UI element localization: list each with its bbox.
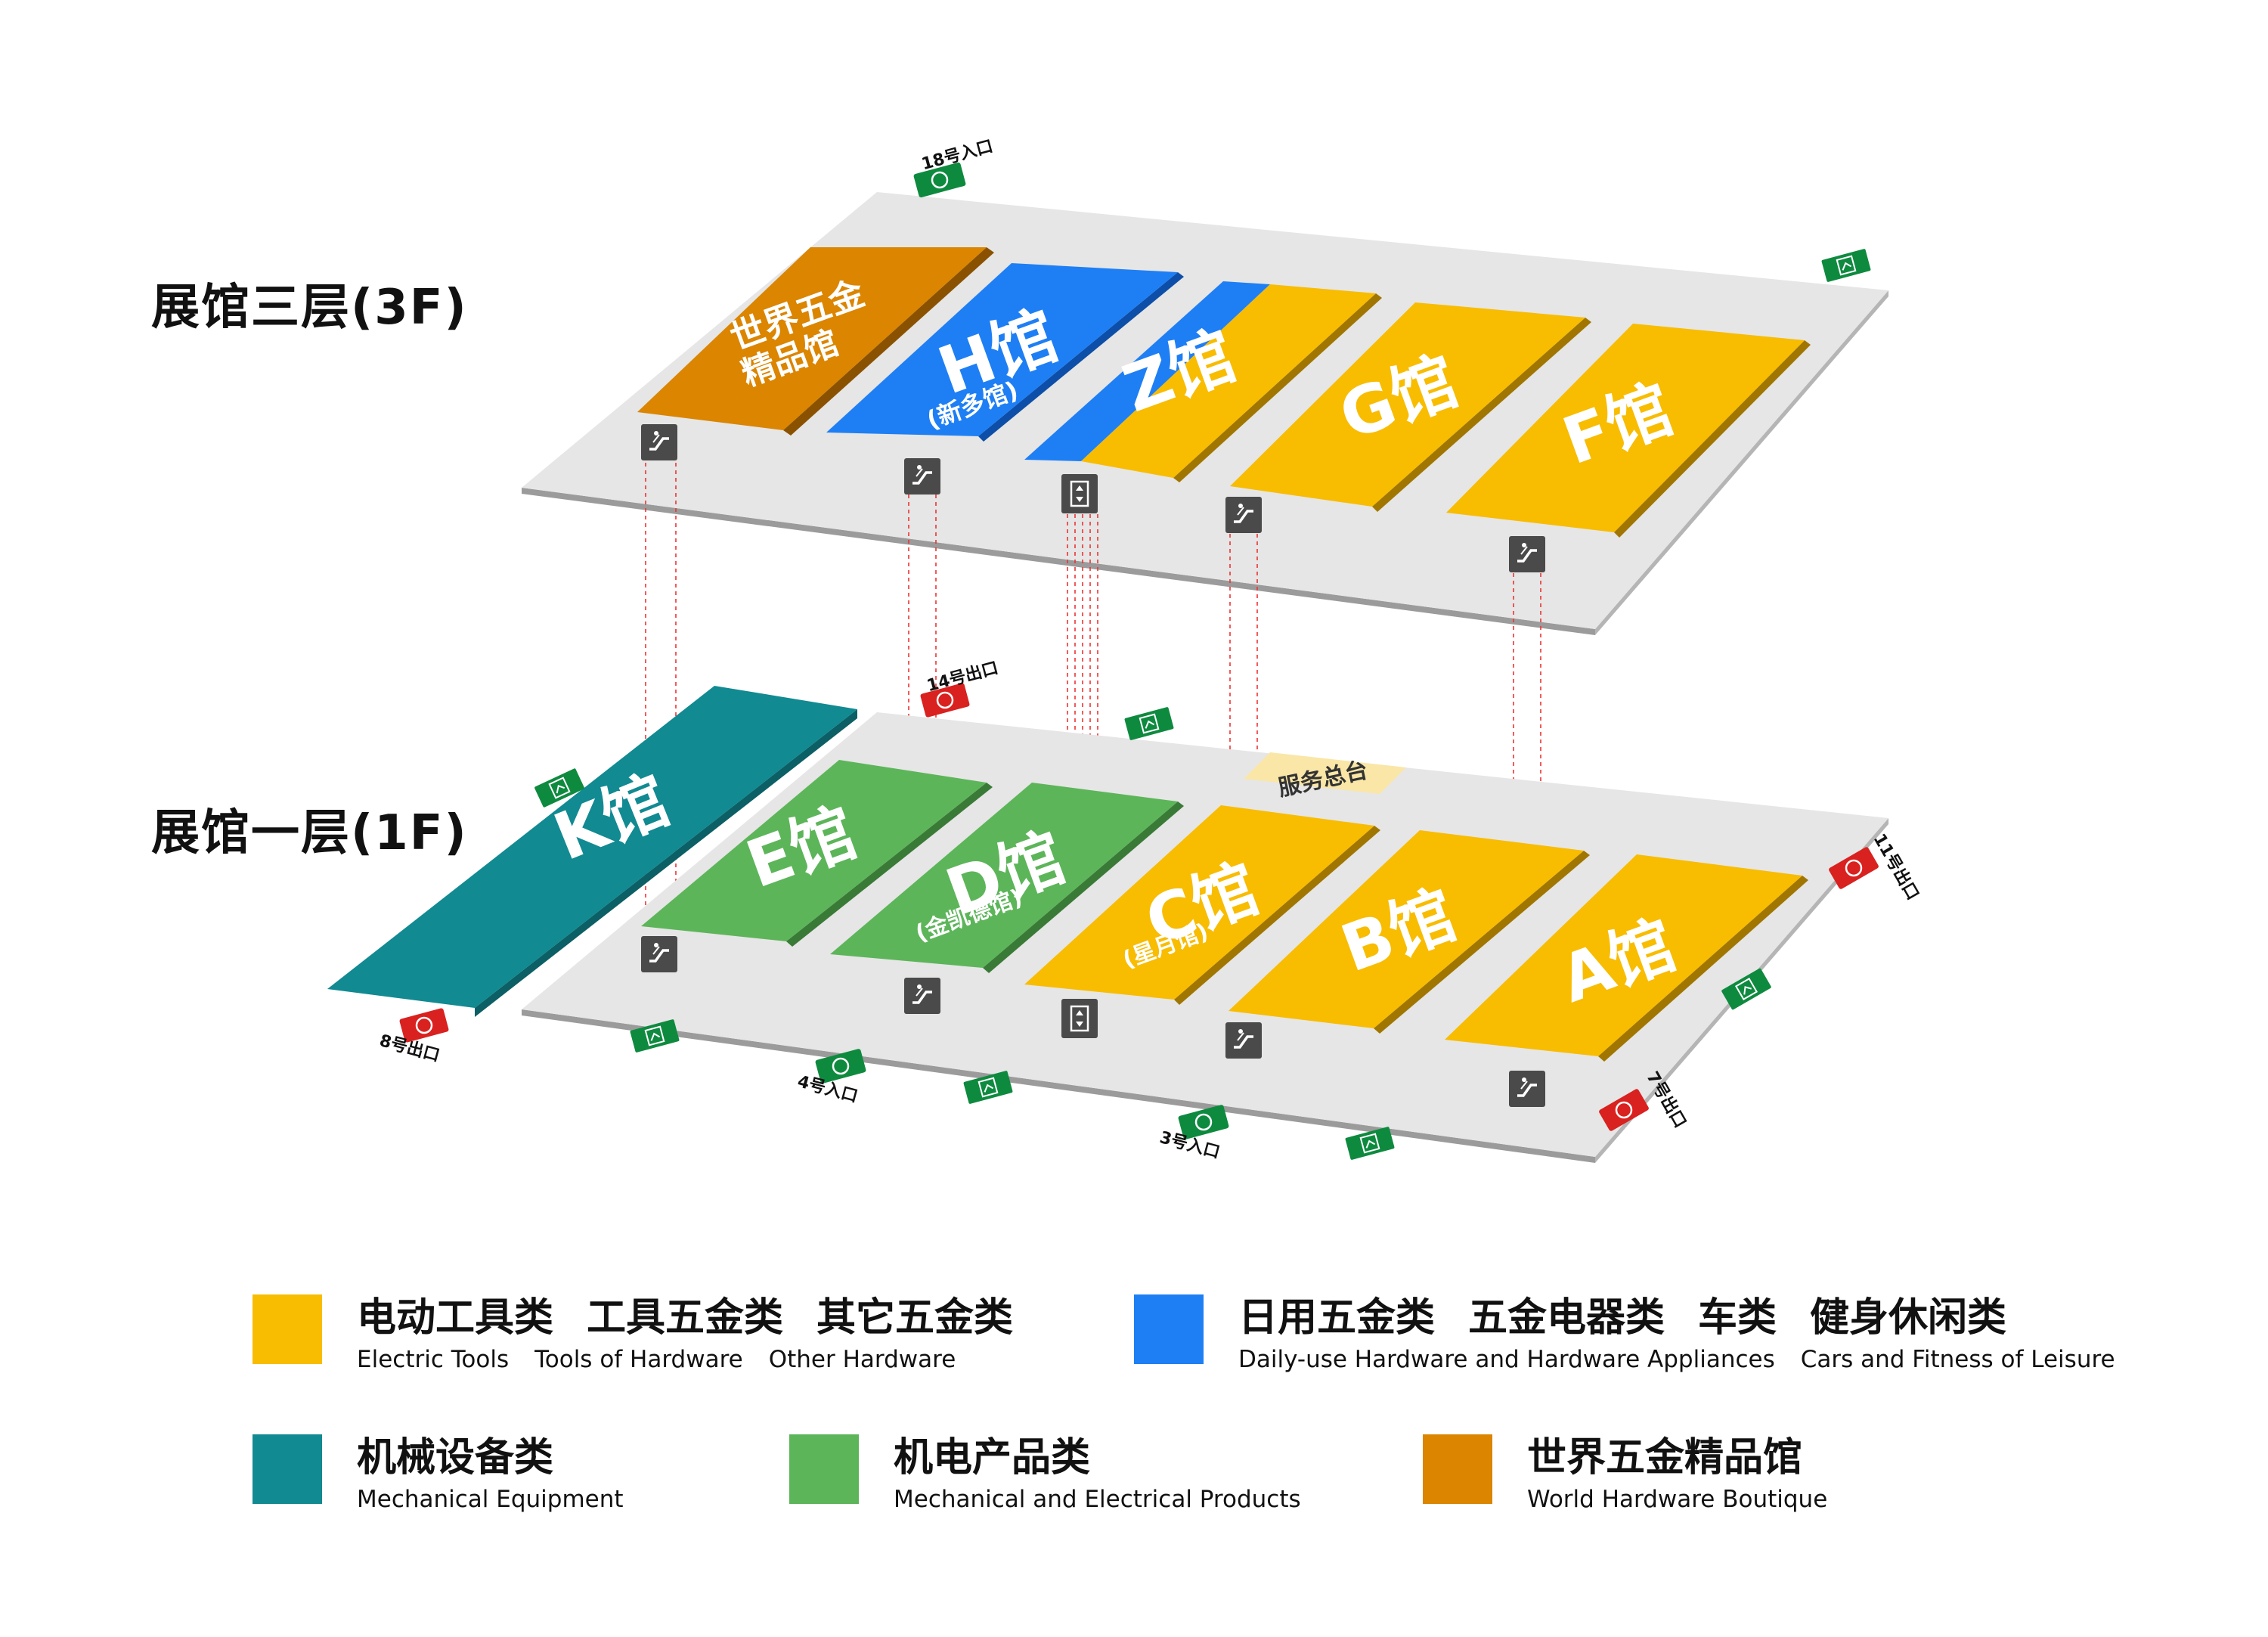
legend-item-tools: 电动工具类 工具五金类 其它五金类 Electric Tools Tools o… — [253, 1294, 1046, 1373]
legend-en: World Hardware Boutique — [1527, 1486, 1828, 1513]
legend-cn: 其它五金类 — [816, 1295, 1014, 1341]
legend-en: Daily-use Hardware and Hardware Applianc… — [1238, 1346, 1775, 1373]
entry-3: 3号入口 — [1157, 1105, 1229, 1162]
floor-3f-plate-side — [522, 488, 1595, 635]
hall-world-hardware[interactable] — [637, 247, 987, 430]
hall-k[interactable] — [327, 686, 857, 1008]
legend-cn: 健身休闲类 — [1810, 1295, 2007, 1341]
escalator-icon — [1507, 1069, 1547, 1108]
exit-14: 14号出口 — [920, 659, 1000, 718]
legend-en: Mechanical and Electrical Products — [894, 1486, 1301, 1513]
hall-z[interactable] — [1081, 284, 1376, 478]
floor-title-3f: 展馆三层(3F) — [151, 280, 468, 336]
hall-c[interactable] — [1024, 805, 1374, 1000]
escalator-icon — [640, 423, 679, 462]
hall-g[interactable] — [1230, 302, 1585, 507]
hall-e[interactable] — [641, 760, 987, 941]
entry-18: 18号入口 — [913, 137, 995, 198]
legend-en: Mechanical Equipment — [357, 1486, 624, 1513]
legend-item-boutique: 世界五金精品馆 World Hardware Boutique — [1423, 1434, 1853, 1513]
legend-swatch-orange — [1423, 1434, 1492, 1504]
emergency-exit-icon — [1820, 247, 1872, 284]
legend-cn: 机械设备类 — [357, 1435, 554, 1480]
legend-en: Other Hardware — [768, 1346, 956, 1373]
floor-1f-plate-side — [522, 1009, 1595, 1163]
floor-3f-plate-side-right — [1595, 290, 1888, 635]
hall-z-blue[interactable] — [1024, 281, 1270, 461]
floor-title-1f: 展馆一层(1F) — [151, 805, 468, 861]
elevator-icon — [1060, 473, 1099, 515]
legend-en: Tools of Hardware — [534, 1346, 743, 1373]
escalator-icon — [640, 935, 679, 974]
legend-cn: 五金电器类 — [1468, 1295, 1665, 1341]
hall-a[interactable] — [1445, 854, 1802, 1056]
legend-cn: 电动工具类 — [357, 1295, 554, 1341]
legend-item-daily: 日用五金类 五金电器类 车类 健身休闲类 Daily-use Hardware … — [1134, 1294, 2141, 1373]
hall-f[interactable] — [1446, 324, 1805, 532]
legend-swatch-green — [789, 1434, 859, 1504]
legend-swatch-blue — [1134, 1294, 1204, 1364]
legend-swatch-teal — [253, 1434, 322, 1504]
escalator-icon — [903, 976, 942, 1015]
escalator-icon — [1507, 535, 1547, 574]
emergency-exit-icon — [1123, 705, 1175, 742]
hall-b[interactable] — [1228, 830, 1584, 1028]
hall-d[interactable] — [830, 783, 1178, 968]
hall-h[interactable] — [826, 263, 1178, 436]
legend-item-electrical: 机电产品类 Mechanical and Electrical Products — [789, 1434, 1327, 1513]
floor-3f: 世界五金 精品馆 H馆 (新多馆) Z馆 G馆 F馆 18号入口 — [522, 137, 1888, 635]
legend-cn: 世界五金精品馆 — [1527, 1435, 1803, 1480]
legend-cn: 机电产品类 — [894, 1435, 1091, 1480]
legend-cn: 日用五金类 — [1238, 1295, 1436, 1341]
legend-en: Electric Tools — [357, 1346, 510, 1373]
legend-item-mechanical: 机械设备类 Mechanical Equipment — [253, 1434, 649, 1513]
exit-8: 8号出口 — [377, 1008, 449, 1065]
floor-1f: K馆 E馆 D馆 (金凯德馆) C馆 (星月馆) B馆 A馆 服务总台 — [327, 659, 1923, 1163]
legend-swatch-yellow — [253, 1294, 322, 1364]
legend-en: Cars and Fitness of Leisure — [1800, 1346, 2115, 1373]
escalator-icon — [1224, 495, 1263, 535]
legend-cn: 工具五金类 — [587, 1295, 784, 1341]
entry-4: 4号入口 — [795, 1049, 866, 1106]
elevator-icon — [1060, 997, 1099, 1040]
escalator-icon — [1224, 1021, 1263, 1060]
legend-cn: 车类 — [1698, 1295, 1777, 1341]
escalator-icon — [903, 457, 942, 496]
